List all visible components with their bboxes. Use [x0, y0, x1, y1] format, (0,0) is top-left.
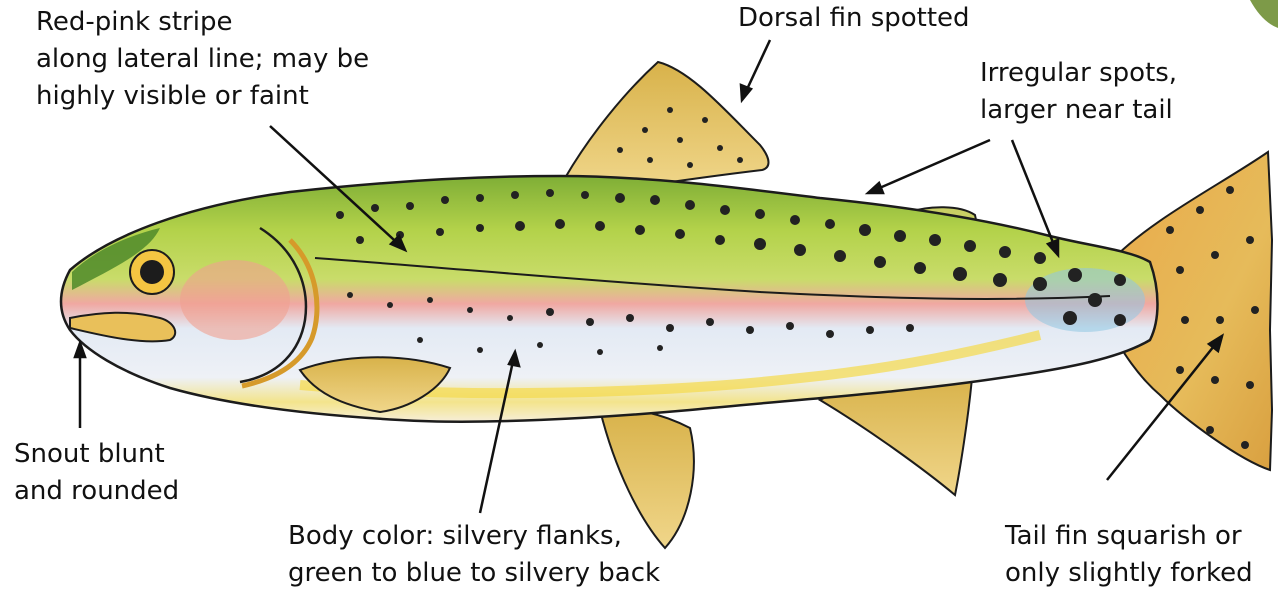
corner-leaf — [1250, 0, 1278, 28]
label-body-line1: Body color: silvery flanks, — [288, 518, 660, 555]
label-snout: Snout blunt and rounded — [14, 436, 179, 510]
pupil — [140, 260, 164, 284]
label-spots: Irregular spots, larger near tail — [980, 55, 1177, 129]
cheek-blush — [180, 260, 290, 340]
label-snout-line2: and rounded — [14, 473, 179, 510]
label-dorsal: Dorsal fin spotted — [738, 0, 970, 37]
label-body-line2: green to blue to silvery back — [288, 555, 660, 592]
label-tail-line1: Tail fin squarish or — [1005, 518, 1253, 555]
dorsal-fin — [565, 62, 769, 188]
label-stripe-line3: highly visible or faint — [36, 78, 369, 115]
label-tail: Tail fin squarish or only slightly forke… — [1005, 518, 1253, 592]
label-stripe: Red-pink stripe along lateral line; may … — [36, 4, 369, 115]
label-dorsal-line1: Dorsal fin spotted — [738, 0, 970, 37]
label-body: Body color: silvery flanks, green to blu… — [288, 518, 660, 592]
label-tail-line2: only slightly forked — [1005, 555, 1253, 592]
blue-tint — [1025, 268, 1145, 332]
label-spots-line2: larger near tail — [980, 92, 1177, 129]
label-stripe-line2: along lateral line; may be — [36, 41, 369, 78]
label-spots-line1: Irregular spots, — [980, 55, 1177, 92]
label-snout-line1: Snout blunt — [14, 436, 179, 473]
label-stripe-line1: Red-pink stripe — [36, 4, 369, 41]
